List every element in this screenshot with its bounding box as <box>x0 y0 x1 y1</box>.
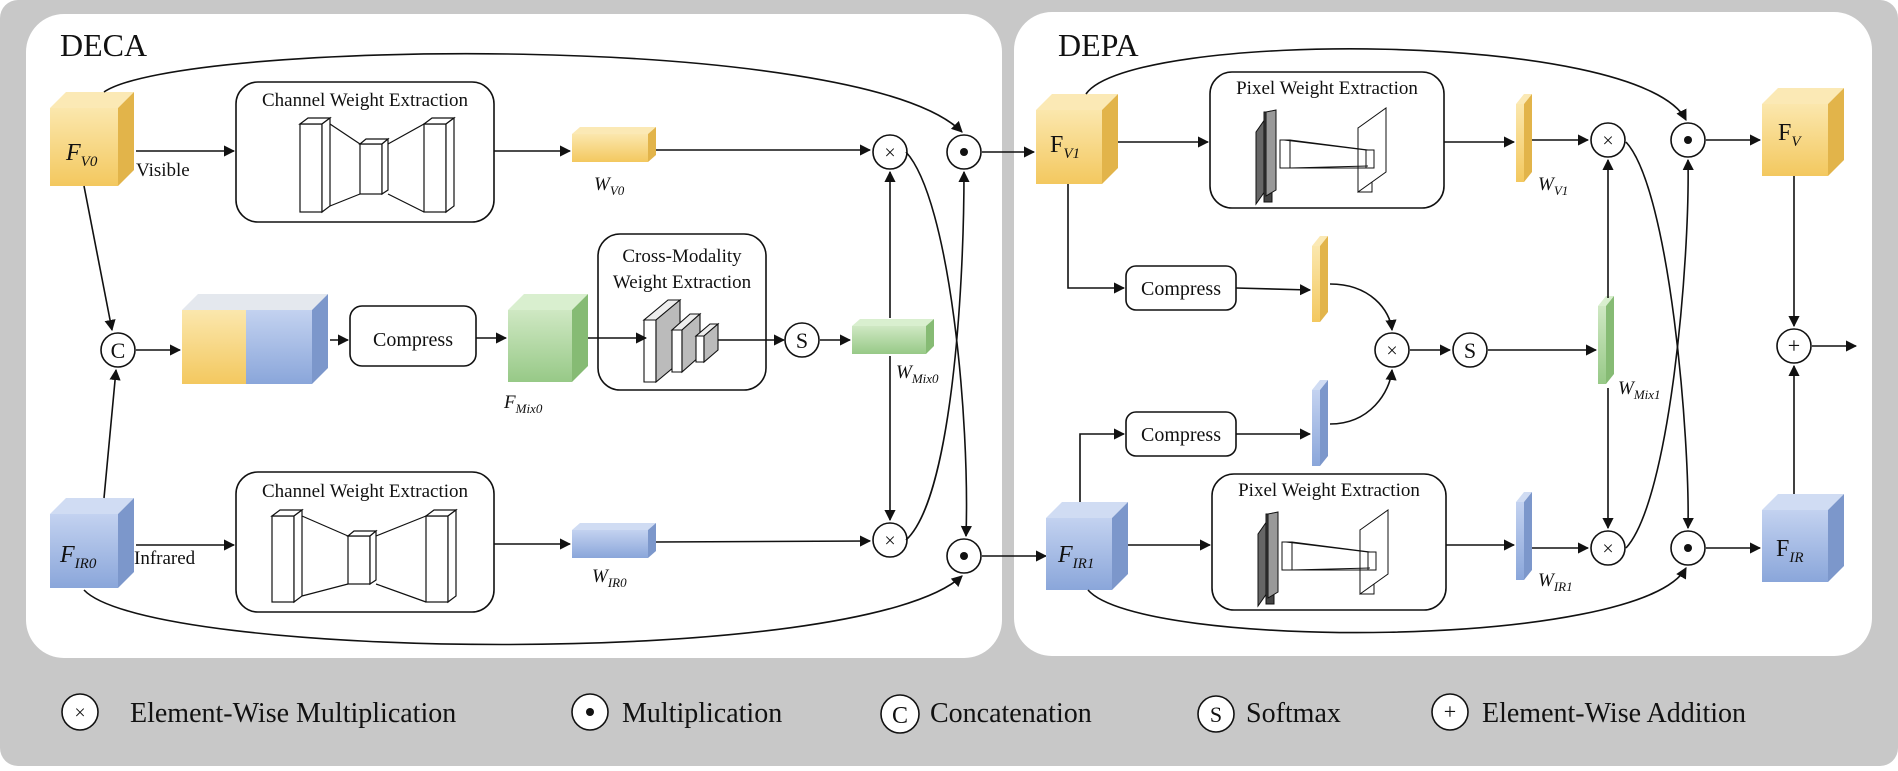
cross-modality-net-icon <box>642 298 720 384</box>
fmix0-label: FMix0 <box>503 392 543 416</box>
depa-mult-top-dot <box>1684 136 1692 144</box>
wmix0-bar <box>852 319 934 354</box>
fir-label: FIR <box>1776 536 1804 566</box>
deca-compress-box <box>349 305 477 367</box>
fv-label: FV <box>1778 120 1802 150</box>
wir0-label: WIR0 <box>592 566 627 590</box>
depa-elementwise-mult-mix <box>1374 332 1410 368</box>
pixel-net-bottom-icon <box>1257 509 1389 608</box>
depa-compress-top-label: Compress <box>1141 278 1221 300</box>
depa-elementwise-mult-top <box>1590 122 1626 158</box>
fv0-cube <box>50 92 134 186</box>
pixel-extraction-top-title: Pixel Weight Extraction <box>1236 78 1418 99</box>
depa-softmax-node <box>1452 332 1488 368</box>
legend-mult-dot <box>586 708 594 716</box>
infrared-label: Infrared <box>134 548 196 569</box>
wv0-bar <box>572 127 656 162</box>
deca-softmax-symbol: S <box>796 328 808 353</box>
deca-times-bottom: × <box>884 530 895 552</box>
wv1-bar <box>1516 94 1532 182</box>
legend: × Element-Wise Multiplication Multiplica… <box>61 693 1746 734</box>
wir0-bar <box>572 523 656 558</box>
wmix0-label: WMix0 <box>896 362 939 386</box>
pixel-extraction-bottom-title: Pixel Weight Extraction <box>1238 480 1420 501</box>
legend-softmax-icon <box>1197 695 1235 733</box>
fv-output-cube <box>1762 88 1844 176</box>
legend-elementwise-add-icon <box>1431 693 1469 731</box>
depa-compress-bottom-label: Compress <box>1141 424 1221 446</box>
fv1-label: FV1 <box>1050 132 1080 162</box>
deca-times-top: × <box>884 142 895 164</box>
legend-times-symbol: × <box>74 702 85 724</box>
depa-elementwise-add <box>1776 328 1812 364</box>
wmix1-label: WMix1 <box>1618 378 1661 402</box>
legend-mult-label: Multiplication <box>622 698 782 729</box>
legend-elementwise-mult-label: Element-Wise Multiplication <box>130 698 456 729</box>
depa-connectors <box>1067 48 1858 634</box>
depa-times-mix: × <box>1386 340 1397 362</box>
fir0-cube <box>50 498 134 588</box>
concat-symbol: C <box>111 338 126 363</box>
cross-modality-title-1: Cross-Modality <box>622 246 742 267</box>
wmix1-bar <box>1598 296 1614 384</box>
compressed-visible-bar <box>1312 236 1328 322</box>
cross-modality-box <box>597 233 767 391</box>
channel-net-bottom-icon <box>270 508 458 604</box>
depa-softmax-symbol: S <box>1464 338 1476 363</box>
depa-mult-bottom-dot <box>1684 544 1692 552</box>
visible-label: Visible <box>136 160 190 181</box>
deca-mult-top-dot <box>960 148 968 156</box>
fir1-cube <box>1046 502 1128 590</box>
legend-concat-label: Concatenation <box>930 698 1092 729</box>
deca-connectors <box>83 52 1048 646</box>
fir1-label: FIR1 <box>1057 542 1094 572</box>
legend-elementwise-mult-icon <box>61 693 99 731</box>
fv1-cube <box>1036 94 1118 184</box>
fir0-label: FIR0 <box>59 542 97 572</box>
deca-title: DECA <box>60 27 147 63</box>
wv0-label: WV0 <box>594 174 625 198</box>
fv0-label: FV0 <box>65 140 98 170</box>
deca-mult-bottom-dot <box>960 552 968 560</box>
legend-concat-icon <box>880 694 920 734</box>
wir1-label: WIR1 <box>1538 570 1573 594</box>
channel-net-top-icon <box>298 116 456 214</box>
depa-times-top: × <box>1602 130 1613 152</box>
compressed-infrared-bar <box>1312 380 1328 466</box>
wir1-bar <box>1516 492 1532 580</box>
depa-times-bottom: × <box>1602 538 1613 560</box>
legend-plus-symbol: + <box>1444 699 1456 724</box>
depa-elementwise-mult-bottom <box>1590 530 1626 566</box>
depa-plus-symbol: + <box>1788 333 1800 358</box>
legend-elementwise-add-label: Element-Wise Addition <box>1482 698 1746 729</box>
legend-softmax-label: Softmax <box>1246 698 1341 729</box>
legend-concat-symbol: C <box>892 703 908 729</box>
concat-node <box>100 332 136 368</box>
pixel-net-top-icon <box>1255 107 1387 206</box>
deca-compress-label: Compress <box>373 329 453 351</box>
legend-softmax-symbol: S <box>1210 702 1222 727</box>
depa-title: DEPA <box>1058 27 1139 63</box>
concat-cube <box>182 294 328 384</box>
channel-extraction-bottom-title: Channel Weight Extraction <box>262 481 469 502</box>
fmix0-cube <box>508 294 588 382</box>
fir-output-cube <box>1762 494 1844 582</box>
channel-extraction-top-title: Channel Weight Extraction <box>262 90 469 111</box>
cross-modality-title-2: Weight Extraction <box>613 272 752 293</box>
wv1-label: WV1 <box>1538 174 1568 198</box>
